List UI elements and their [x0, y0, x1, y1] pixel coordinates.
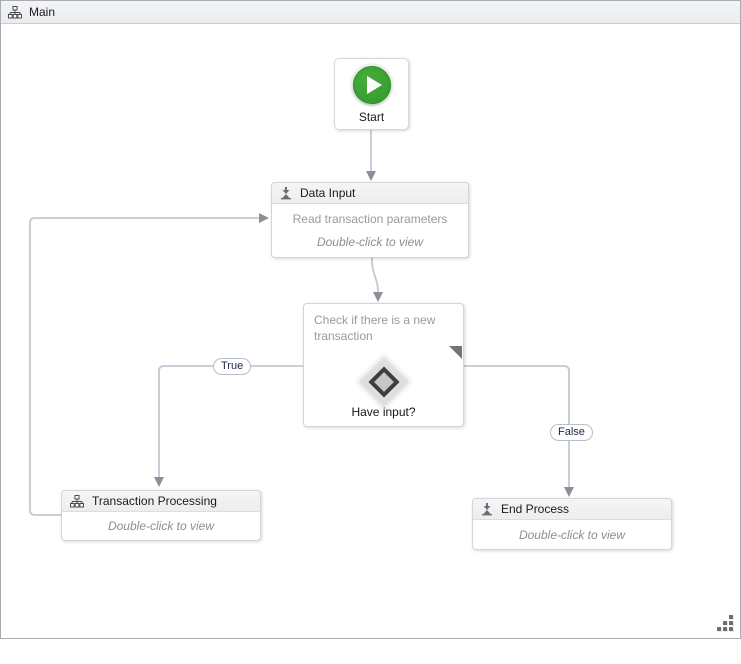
decision-caption: Have input?: [351, 405, 416, 419]
transaction-processing-node[interactable]: Transaction Processing Double-click to v…: [61, 490, 261, 541]
data-input-hint: Double-click to view: [316, 234, 424, 249]
connector-start-to-data-input[interactable]: [366, 130, 376, 181]
workflow-designer-window: Main: [0, 0, 741, 639]
end-process-node-header[interactable]: End Process: [473, 499, 671, 520]
play-icon: [352, 66, 391, 104]
decision-diamond-icon: [359, 357, 409, 407]
flowchart-canvas[interactable]: Start Data Input Read: [1, 25, 740, 638]
data-input-node-header[interactable]: Data Input: [272, 183, 468, 204]
transaction-processing-node-body[interactable]: Double-click to view: [62, 512, 260, 540]
end-process-node-title: End Process: [501, 502, 570, 516]
data-input-node-body[interactable]: Read transaction parameters Double-click…: [272, 204, 468, 257]
collapse-corner-icon[interactable]: [449, 346, 462, 359]
decision-diamond-core: [368, 366, 400, 398]
end-process-hint: Double-click to view: [518, 527, 626, 542]
sequence-icon: [481, 502, 493, 516]
connector-false-branch[interactable]: [464, 365, 574, 497]
flowchart-icon: [70, 494, 84, 508]
end-process-node-body[interactable]: Double-click to view: [473, 520, 671, 549]
transaction-processing-node-header[interactable]: Transaction Processing: [62, 491, 260, 512]
start-node[interactable]: Start: [334, 58, 409, 130]
end-process-node[interactable]: End Process Double-click to view: [472, 498, 672, 550]
false-branch-label[interactable]: False: [550, 424, 593, 441]
flowchart-titlebar[interactable]: Main: [1, 1, 740, 24]
flowchart-icon: [8, 5, 22, 19]
data-input-node[interactable]: Data Input Read transaction parameters D…: [271, 182, 469, 258]
flowchart-title: Main: [29, 5, 56, 19]
data-input-description: Read transaction parameters: [292, 212, 448, 227]
connector-loop-to-data-input[interactable]: [29, 213, 269, 516]
connector-true-branch[interactable]: [154, 365, 303, 487]
true-branch-label[interactable]: True: [213, 358, 252, 375]
connector-layer: [29, 130, 574, 516]
data-input-node-title: Data Input: [300, 186, 356, 200]
decision-node[interactable]: Check if there is a new transaction Have…: [303, 303, 464, 427]
transaction-processing-node-title: Transaction Processing: [92, 494, 217, 508]
sequence-icon: [280, 186, 292, 200]
transaction-processing-hint: Double-click to view: [107, 519, 215, 533]
resize-grip-icon[interactable]: [717, 615, 733, 631]
start-node-label: Start: [358, 110, 385, 124]
play-triangle-icon: [366, 76, 382, 94]
connector-data-input-to-decision[interactable]: [371, 257, 383, 302]
decision-annotation: Check if there is a new transaction: [314, 313, 436, 344]
